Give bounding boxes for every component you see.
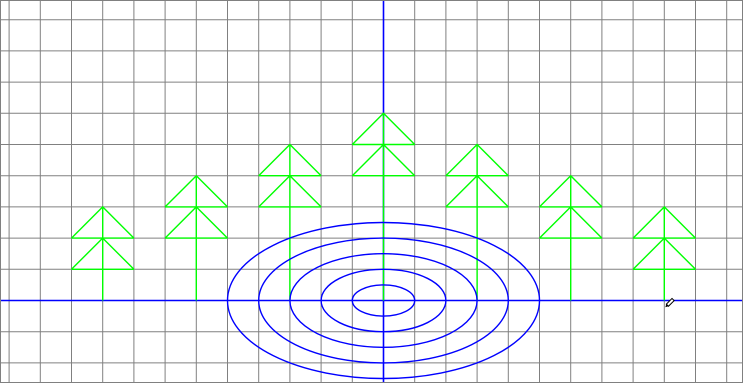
canvas-background bbox=[0, 0, 743, 383]
drawing-canvas[interactable] bbox=[0, 0, 743, 383]
